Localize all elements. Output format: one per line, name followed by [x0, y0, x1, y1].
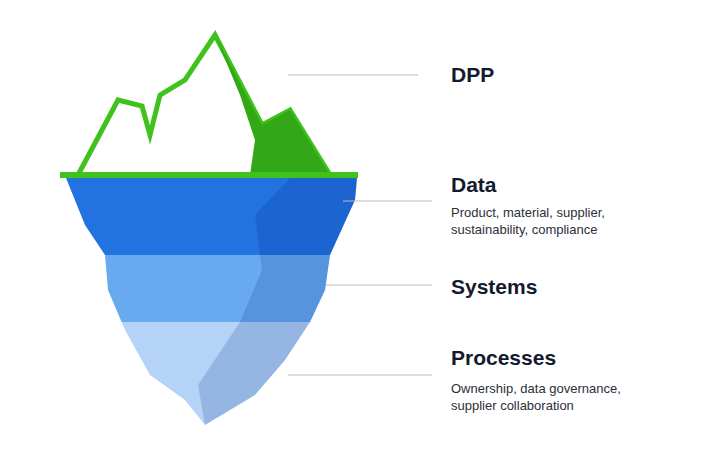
- waterline: [60, 172, 358, 178]
- data-band: [66, 178, 357, 255]
- processes-band: [66, 322, 357, 425]
- iceberg-tip: [78, 35, 330, 175]
- tip-outline: [78, 35, 330, 175]
- layer-heading: Processes: [451, 345, 556, 371]
- systems-band: [66, 255, 357, 322]
- layer-description: Product, material, supplier, sustainabil…: [451, 204, 631, 238]
- layer-heading: DPP: [451, 62, 494, 88]
- leader-lines: [288, 75, 432, 375]
- leader-line: [343, 201, 432, 202]
- layer-description: Ownership, data governance, supplier col…: [451, 380, 631, 414]
- leader-line: [288, 375, 432, 376]
- layer-heading: Systems: [451, 274, 537, 300]
- leader-line: [326, 285, 432, 286]
- layer-heading: Data: [451, 172, 497, 198]
- shaded-facet: [198, 178, 357, 425]
- underwater-bands: [66, 178, 357, 425]
- leader-line: [288, 75, 418, 76]
- tip-shaded-face: [215, 35, 330, 175]
